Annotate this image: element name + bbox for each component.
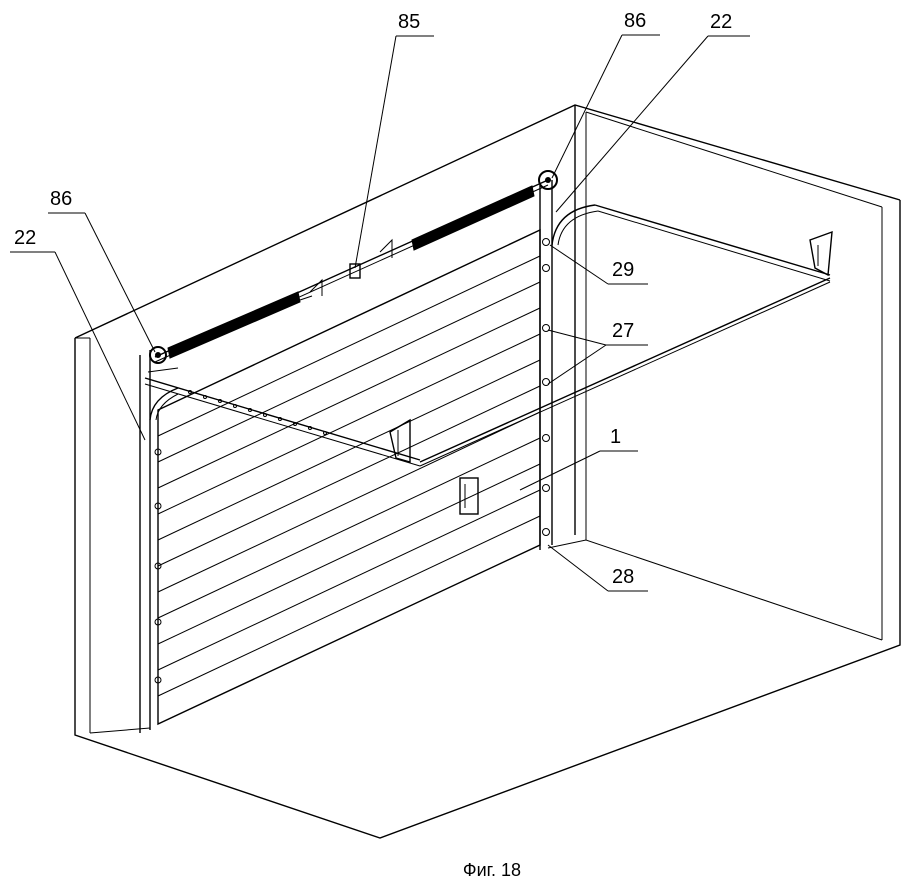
leader-lines: [10, 34, 750, 592]
torsion-spring-left: [167, 291, 301, 359]
door-handle-plate: [459, 477, 479, 515]
label-1: 1: [610, 426, 621, 448]
garage-room: [74, 104, 901, 839]
label-86-left: 86: [50, 188, 72, 210]
torsion-spring-right: [411, 185, 535, 251]
label-29: 29: [612, 259, 634, 281]
horizontal-track-left: [144, 367, 421, 467]
label-85: 85: [398, 11, 420, 33]
label-86-right: 86: [624, 10, 646, 32]
label-22-left: 22: [14, 227, 36, 249]
vertical-guide-left: [139, 350, 179, 733]
cable-drum-right: [538, 170, 558, 190]
label-22-right: 22: [710, 11, 732, 33]
cable-drum-left: [149, 346, 167, 364]
figure-caption: Фиг. 18: [463, 860, 521, 880]
spring-bearing-brackets: [149, 170, 558, 364]
horizontal-track-right: [419, 204, 833, 467]
vertical-guide-right: [539, 180, 599, 550]
label-27: 27: [612, 320, 634, 342]
door-panel: [154, 228, 550, 726]
label-28: 28: [612, 566, 634, 588]
